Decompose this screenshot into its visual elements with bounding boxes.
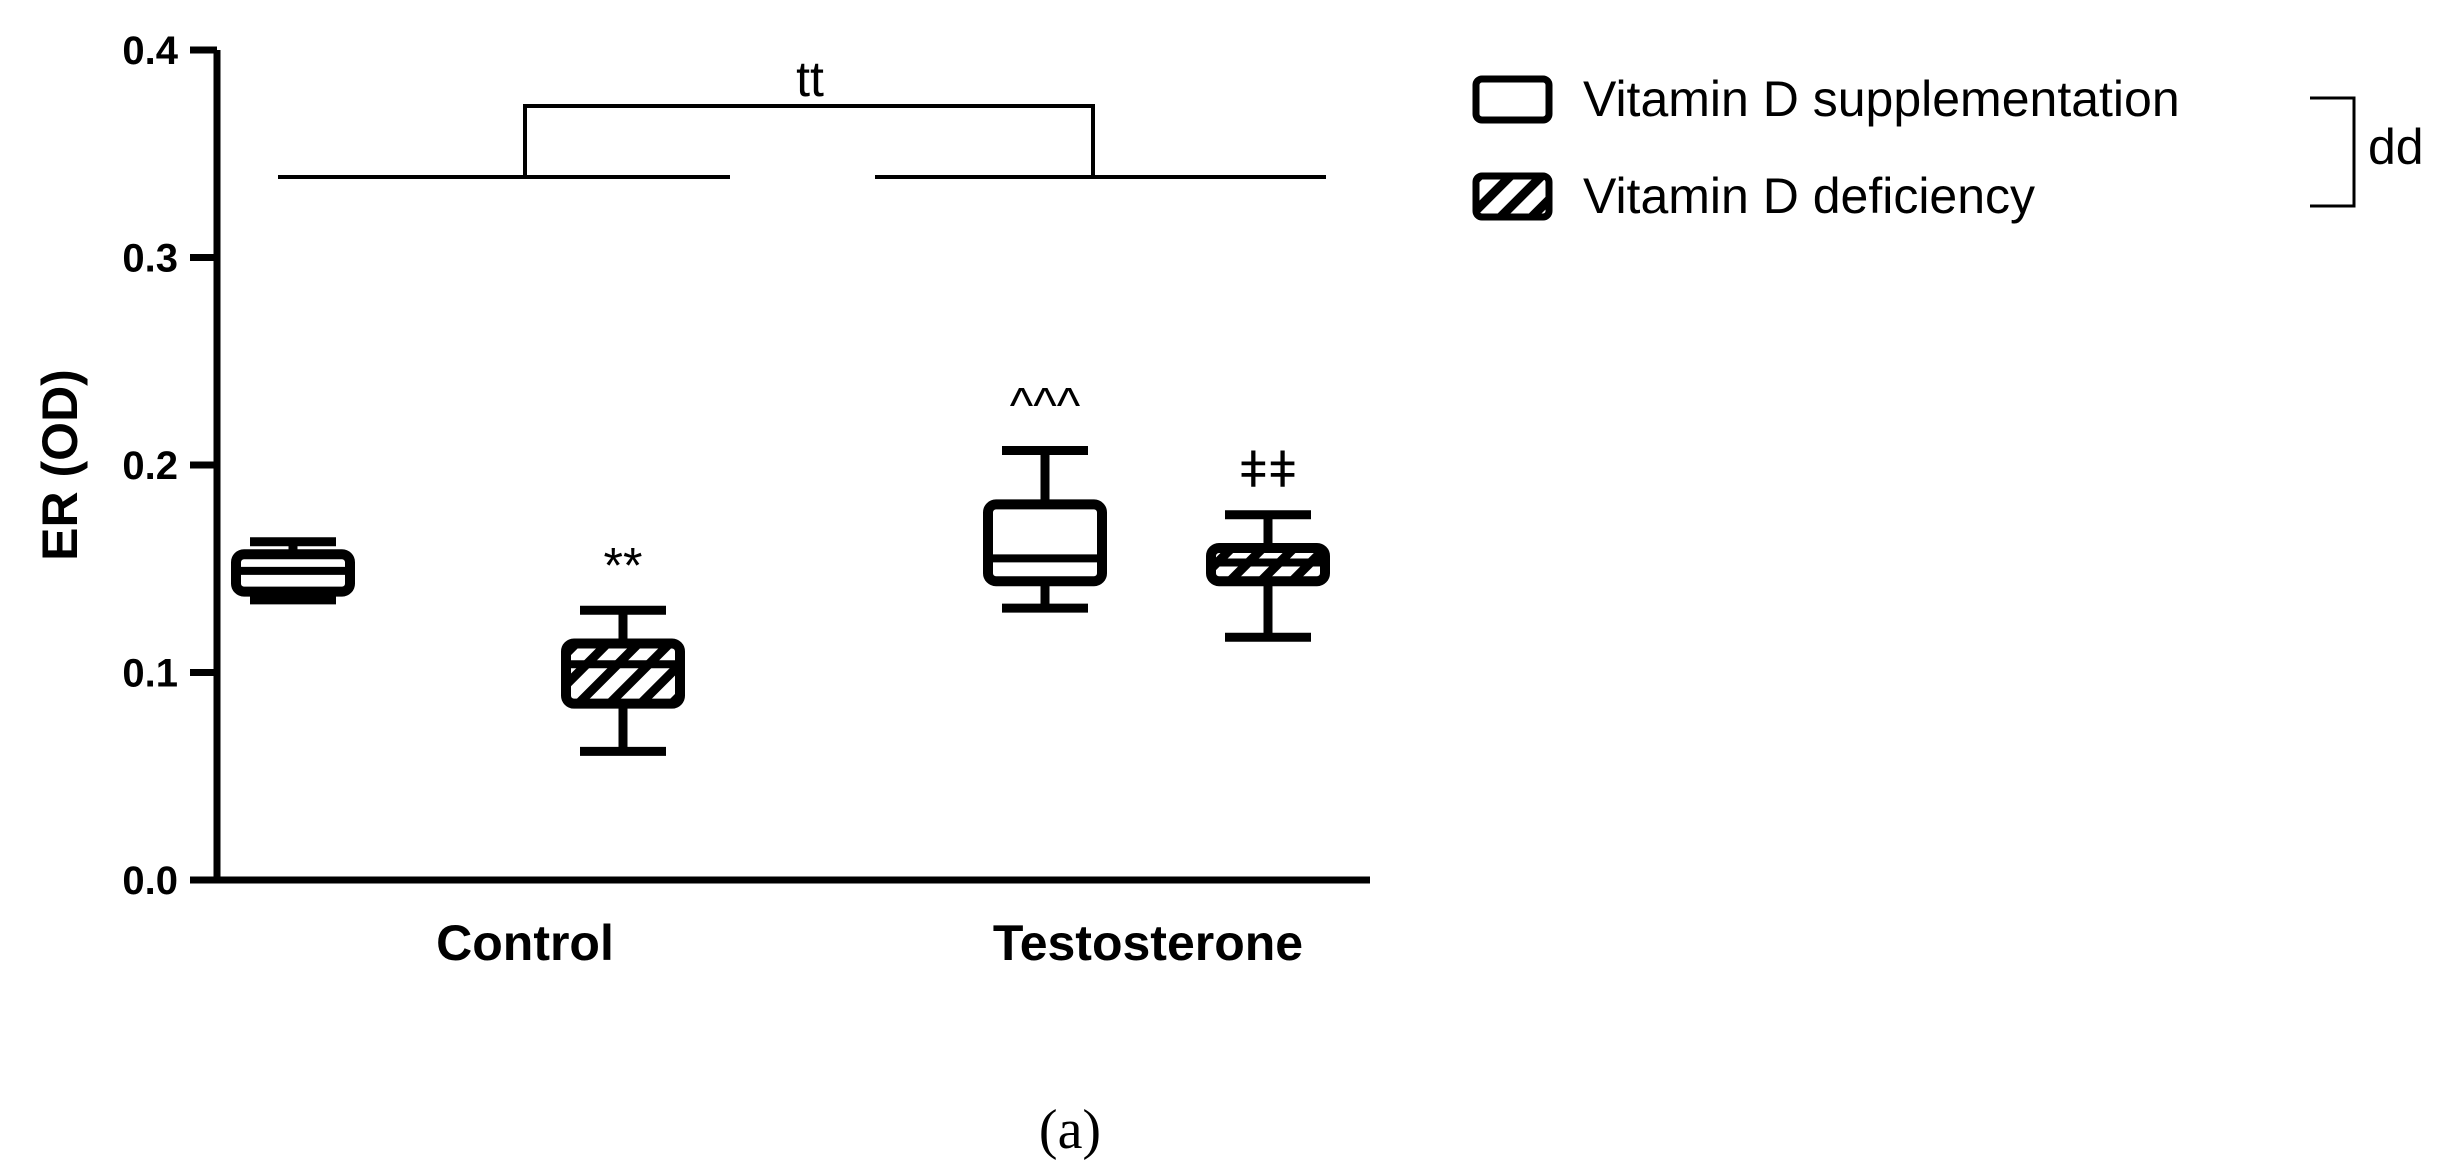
legend: Vitamin D supplementation Vitamin D defi…	[1472, 71, 2424, 224]
group-bracket-label: tt	[796, 51, 824, 107]
legend-item-vitamin-d-deficiency: Vitamin D deficiency	[1472, 168, 2035, 224]
x-category-labels: Control Testosterone	[436, 915, 1303, 971]
box-hatched-testosterone	[1206, 510, 1330, 642]
significance-marker: ^^^	[1010, 377, 1081, 433]
group-comparison-bracket: tt	[278, 51, 1326, 179]
legend-bracket-line	[2310, 96, 2356, 208]
y-axis-title: ER (OD)	[32, 369, 88, 561]
significance-marker: **	[604, 537, 643, 593]
group-bracket-line	[523, 104, 1095, 177]
box-annotations: ^^^ ** ǂǂ	[604, 377, 1298, 593]
y-tick-label: 0.0	[122, 859, 178, 903]
y-tick-label: 0.1	[122, 652, 178, 696]
legend-item-vitamin-d-supplementation: Vitamin D supplementation	[1472, 71, 2180, 127]
y-ticks: 0.0 0.1 0.2 0.3 0.4	[122, 29, 217, 903]
significance-marker: ǂǂ	[1239, 442, 1297, 498]
axes	[213, 50, 1370, 884]
legend-label-deficiency: Vitamin D deficiency	[1583, 168, 2035, 224]
legend-label-supplementation: Vitamin D supplementation	[1583, 71, 2180, 127]
y-tick-label: 0.3	[122, 237, 178, 281]
box-hatched-control	[561, 605, 685, 756]
legend-swatch-hatched	[1472, 172, 1553, 221]
x-tick-label-testosterone: Testosterone	[993, 915, 1303, 971]
boxes	[231, 445, 1330, 756]
box-open-control	[231, 537, 355, 605]
y-tick-label: 0.4	[122, 29, 178, 73]
interquartile-box	[983, 499, 1107, 587]
interquartile-box	[561, 638, 685, 709]
legend-swatch-open	[1472, 75, 1553, 124]
legend-bracket-label: dd	[2368, 119, 2424, 175]
y-tick-label: 0.2	[122, 444, 178, 488]
panel-label: (a)	[1039, 1099, 1101, 1161]
x-tick-label-control: Control	[436, 915, 614, 971]
box-open-testosterone	[983, 445, 1107, 613]
